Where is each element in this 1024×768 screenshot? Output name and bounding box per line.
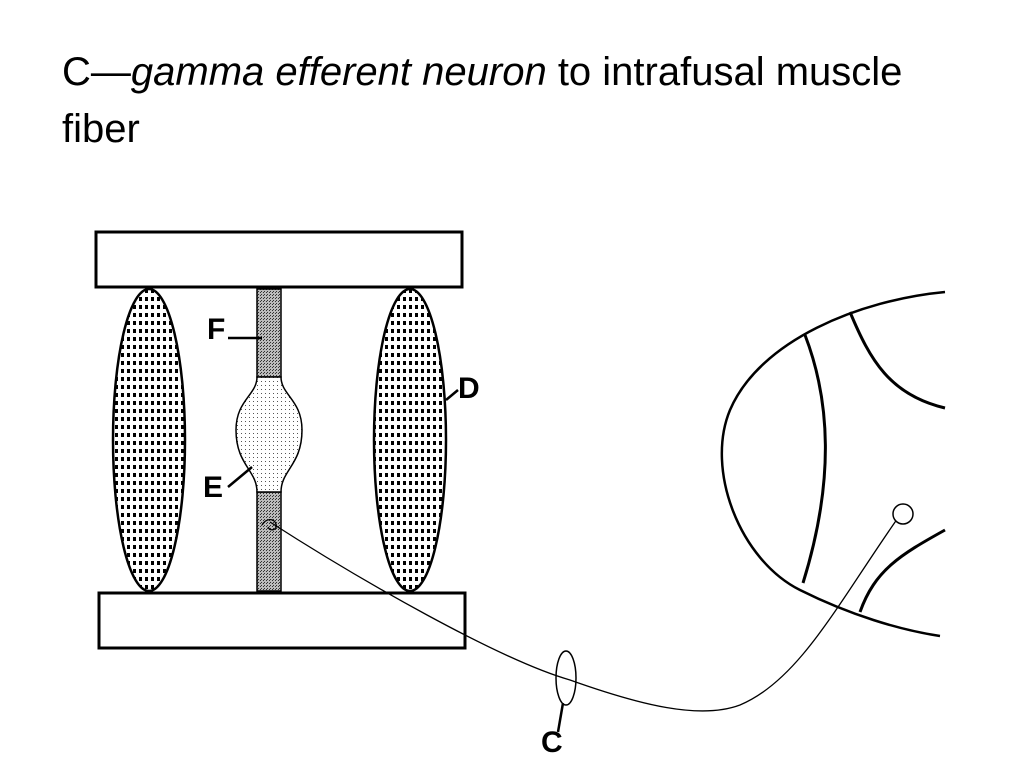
label-c: C xyxy=(541,726,563,759)
pointer-e xyxy=(227,466,253,488)
axon-marker xyxy=(555,650,577,706)
intrafusal-fiber-upper xyxy=(256,288,282,378)
gray-matter-line-3 xyxy=(858,528,946,613)
intrafusal-central-region xyxy=(235,376,303,493)
title-italic: gamma efferent neuron xyxy=(130,50,547,94)
right-extrafusal-fiber xyxy=(372,287,448,593)
gray-matter-line-1 xyxy=(801,334,827,584)
top-plate xyxy=(94,230,464,289)
pointer-c xyxy=(556,702,565,733)
bottom-plate xyxy=(97,591,467,650)
gamma-efferent-axon xyxy=(269,514,901,712)
nerve-ending xyxy=(261,518,277,531)
spinal-cord-outline xyxy=(720,290,946,638)
label-d: D xyxy=(458,372,480,405)
left-extrafusal-fiber xyxy=(111,287,187,593)
title-suffix: to intrafusal muscle fiber xyxy=(62,50,903,151)
label-f: F xyxy=(207,313,225,346)
label-e: E xyxy=(203,471,223,504)
title-prefix: C— xyxy=(62,50,131,94)
neuron-cell-body xyxy=(892,503,914,525)
pointer-d xyxy=(445,389,459,401)
gray-matter-line-2 xyxy=(848,311,946,410)
slide-title: C—gamma efferent neuron to intrafusal mu… xyxy=(62,44,962,158)
intrafusal-fiber-lower xyxy=(256,491,282,592)
